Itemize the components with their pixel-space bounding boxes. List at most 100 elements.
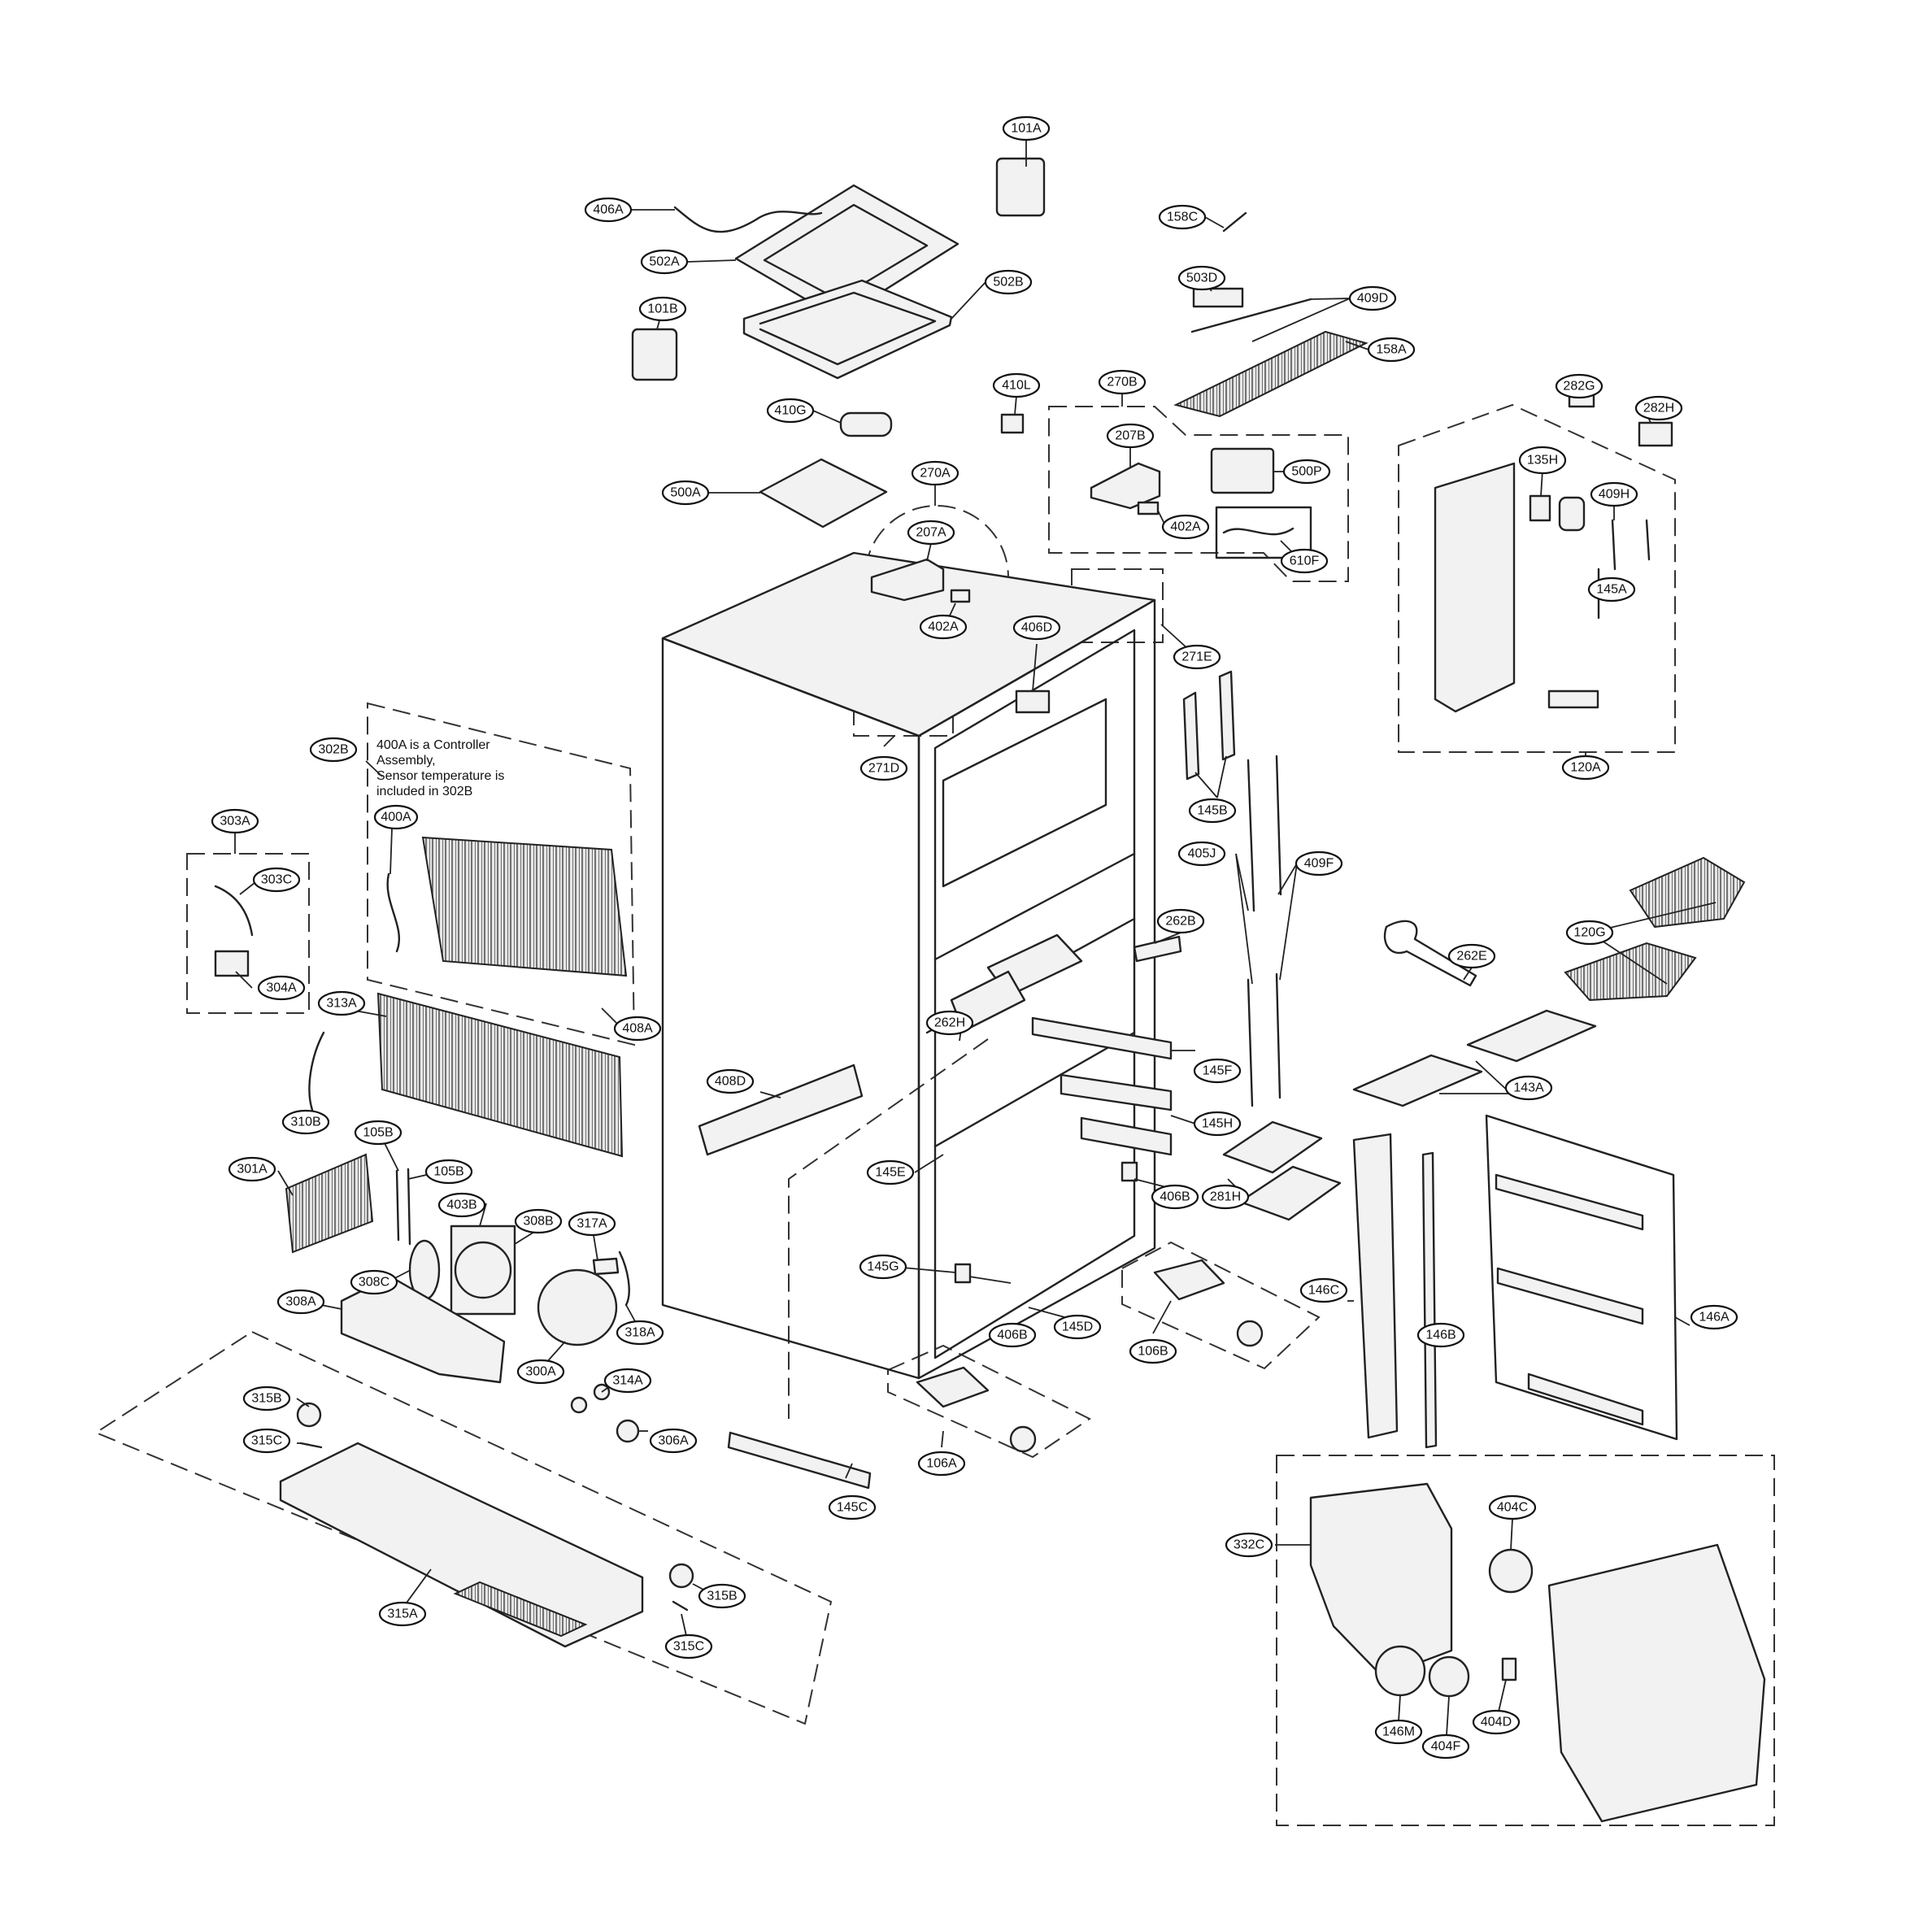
callout-label: 158C	[1167, 211, 1198, 224]
callout-label: 262H	[934, 1016, 965, 1030]
callout-410L: 410L	[992, 372, 1041, 398]
callout-315A: 315A	[378, 1601, 427, 1627]
callout-406A: 406A	[584, 197, 633, 223]
part-303C	[214, 885, 254, 937]
callout-145B: 145B	[1188, 798, 1237, 824]
part-409F-lower	[1275, 972, 1281, 1099]
note-line: 400A is a Controller	[376, 738, 490, 752]
callout-label: 406A	[593, 203, 624, 217]
note-line: Assembly,	[376, 754, 436, 768]
part-500A	[759, 458, 888, 529]
part-403B	[450, 1225, 516, 1316]
part-500P	[1210, 447, 1275, 494]
part-101B	[631, 328, 678, 381]
callout-308C: 308C	[350, 1269, 398, 1295]
part-315A	[279, 1442, 644, 1648]
part-315B	[296, 1402, 322, 1428]
group-box-106A	[887, 1344, 1091, 1459]
callout-101B: 101B	[638, 296, 687, 322]
callout-406D: 406D	[1012, 615, 1061, 641]
part-302B-evaporator	[421, 836, 628, 977]
part-106A-hinge	[916, 1366, 990, 1408]
callout-label: 302B	[318, 743, 348, 757]
callout-label: 308A	[285, 1295, 316, 1309]
part-610F	[1222, 527, 1295, 536]
callout-label: 503D	[1186, 272, 1217, 285]
callout-403B: 403B	[437, 1192, 486, 1218]
callout-135H: 135H	[1518, 446, 1567, 475]
callout-271E: 271E	[1173, 644, 1221, 670]
callout-label: 306A	[658, 1434, 689, 1448]
callout-400A: 400A	[373, 804, 419, 830]
part-410G	[839, 411, 893, 437]
callout-146B: 146B	[1416, 1322, 1465, 1348]
part-408D	[698, 1064, 864, 1156]
callout-label: 303A	[220, 815, 250, 829]
callout-label: 404C	[1497, 1501, 1528, 1515]
callout-145H: 145H	[1193, 1111, 1242, 1137]
cabinet-liner	[933, 629, 1136, 1359]
callout-262H: 262H	[925, 1010, 974, 1036]
callout-label: 314A	[612, 1374, 643, 1388]
callout-315C-2: 315C	[664, 1633, 713, 1660]
note-line: included in 302B	[376, 785, 472, 798]
part-318A	[618, 1251, 630, 1307]
callout-310B: 310B	[281, 1109, 330, 1135]
callout-label: 308B	[523, 1215, 553, 1229]
part-158C	[1222, 211, 1247, 233]
callout-label: 406B	[997, 1329, 1027, 1342]
callout-145G: 145G	[859, 1254, 907, 1280]
part-120A-panel	[1434, 462, 1516, 713]
part-145B-left	[1182, 691, 1200, 781]
callout-label: 271E	[1181, 650, 1212, 664]
group-box-145C	[788, 1038, 989, 1419]
callout-label: 404F	[1431, 1740, 1461, 1754]
callout-label: 270B	[1107, 376, 1137, 389]
part-400A	[386, 872, 401, 953]
part-207B	[1090, 462, 1161, 510]
callout-143A: 143A	[1504, 1075, 1553, 1101]
callout-label: 145A	[1596, 583, 1627, 597]
callout-label: 410L	[1002, 379, 1031, 393]
part-143A-lower	[1352, 1054, 1483, 1107]
callout-label: 207B	[1115, 429, 1145, 443]
part-406A	[673, 206, 823, 233]
mid-parts	[698, 935, 1264, 1490]
callout-500P: 500P	[1282, 459, 1331, 485]
callout-label: 406D	[1021, 621, 1052, 635]
callout-label: 101A	[1011, 122, 1042, 136]
callout-315B-2: 315B	[698, 1583, 746, 1609]
callout-409F: 409F	[1295, 850, 1343, 877]
callout-label: 300A	[525, 1365, 556, 1379]
part-145B-right	[1218, 670, 1236, 761]
callout-label: 402A	[1170, 520, 1201, 534]
callout-label: 145E	[875, 1166, 905, 1180]
callout-313A: 313A	[317, 990, 366, 1016]
callout-label: 271D	[868, 762, 899, 776]
callout-502B: 502B	[984, 269, 1033, 295]
callout-404F: 404F	[1421, 1733, 1470, 1760]
part-406D	[1015, 689, 1051, 714]
callout-304A: 304A	[257, 975, 306, 1001]
part-101A	[995, 157, 1046, 217]
fan-assembly-parts	[1309, 1482, 1766, 1823]
callout-270A: 270A	[911, 460, 959, 486]
part-502B	[742, 279, 953, 380]
callout-282H: 282H	[1634, 395, 1683, 421]
part-404D	[1501, 1657, 1517, 1681]
part-146A	[1485, 1114, 1678, 1441]
part-313A	[376, 992, 624, 1158]
callout-262B: 262B	[1156, 908, 1205, 934]
part-405J-lower	[1247, 978, 1254, 1107]
part-145H-lower	[1080, 1116, 1173, 1156]
part-146M	[1374, 1645, 1426, 1697]
callout-303A: 303A	[211, 808, 259, 834]
callout-301A: 301A	[228, 1156, 276, 1182]
part-402A	[1137, 501, 1160, 515]
callout-146C: 146C	[1299, 1277, 1348, 1303]
callout-406B: 406B	[1151, 1184, 1199, 1210]
callout-409H: 409H	[1590, 481, 1638, 507]
part-406B	[1120, 1161, 1138, 1182]
part-145H-upper	[1060, 1073, 1173, 1111]
part-410L	[1000, 413, 1025, 434]
